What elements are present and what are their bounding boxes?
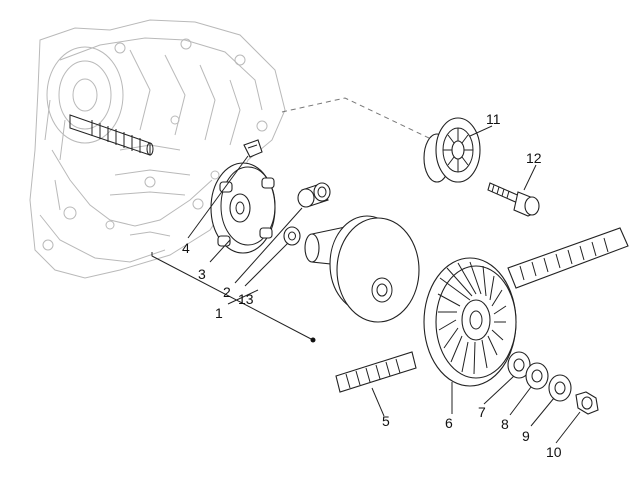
shoulder-bolt-part-12 (487, 182, 540, 217)
nut-part-10 (575, 391, 599, 415)
leader-lines (187, 125, 581, 444)
callout-label-8: 8 (501, 416, 509, 432)
callout-label-2: 2 (223, 284, 231, 300)
callout-label-1: 1 (215, 305, 223, 321)
movable-pulley-half-part-1 (304, 215, 420, 323)
drive-belt-section-part-5 (335, 351, 417, 393)
washer-part-8 (525, 362, 549, 390)
callout-label-4: 4 (182, 240, 190, 256)
bushing-part-2 (297, 182, 331, 208)
washer-part-7 (507, 351, 531, 379)
callout-label-7: 7 (478, 404, 486, 420)
crankcase-housing (29, 19, 286, 279)
callout-label-5: 5 (382, 413, 390, 429)
pulley-roller-part-11 (423, 117, 481, 183)
clip-part-4 (243, 139, 263, 158)
assembly-bracket-dot (310, 337, 316, 343)
washer-part-9 (548, 374, 572, 402)
callout-label-13: 13 (238, 291, 254, 307)
washer-part-13 (283, 226, 301, 246)
assembly-guide-dashed-line (281, 97, 451, 149)
callout-label-3: 3 (198, 266, 206, 282)
callout-label-11: 11 (486, 111, 501, 127)
callout-label-10: 10 (546, 444, 562, 460)
drive-shaft (69, 114, 154, 156)
callout-label-9: 9 (522, 428, 530, 444)
fan-pulley-part-6 (423, 257, 517, 387)
callout-label-12: 12 (526, 150, 542, 166)
drive-belt-section-upper (507, 227, 629, 289)
callout-label-6: 6 (445, 415, 453, 431)
assembly-bracket-lines (151, 252, 314, 341)
ramp-plate-part-3 (210, 162, 276, 254)
